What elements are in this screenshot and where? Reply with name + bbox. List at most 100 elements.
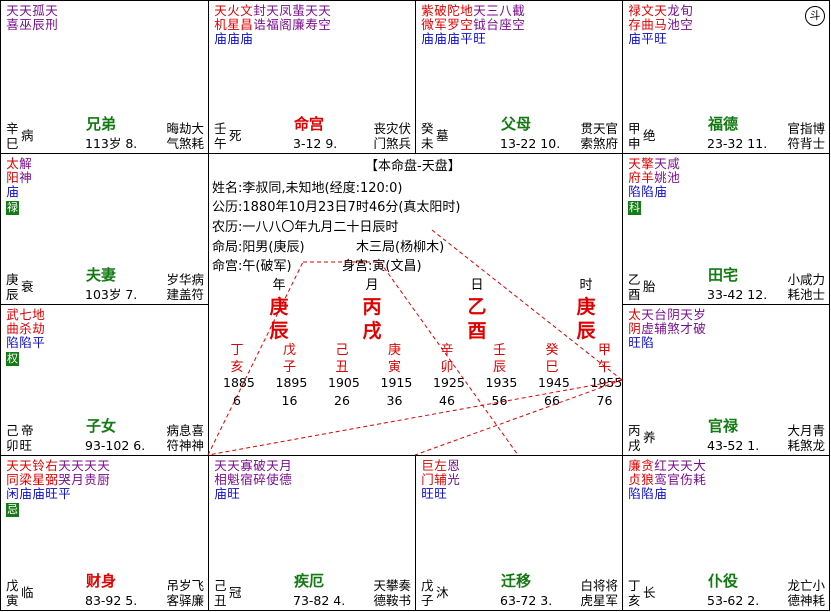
star-brightness: 旺: [227, 486, 240, 501]
minor-stars: 病息喜符神神: [166, 423, 204, 453]
star-char: 恩: [447, 458, 460, 473]
stem: 己: [6, 423, 19, 438]
star-column: 破军庙: [434, 4, 447, 46]
star-char: 神: [19, 170, 32, 185]
star-char: 凤: [279, 3, 292, 18]
star-char: 虚: [641, 321, 654, 336]
ganzhi: 丙戌: [628, 423, 641, 453]
star-char: 天: [58, 458, 71, 473]
star-brightness: 平: [58, 486, 71, 501]
pillar-label: 时: [579, 278, 593, 293]
star-char: 辅: [434, 472, 447, 487]
minor-star-row: 吊岁飞: [166, 578, 204, 593]
star-brightness: 庙: [434, 31, 447, 46]
branch: 寅: [6, 593, 19, 608]
star-column: 天厨: [97, 459, 110, 487]
pillar-stem: 乙: [467, 296, 487, 318]
stem: 己: [214, 578, 227, 593]
star-char: 天: [266, 458, 279, 473]
minor-star-row: 岁华病: [166, 272, 204, 287]
star-char: 梁: [19, 472, 32, 487]
star-brightness: 陷: [19, 335, 32, 350]
star-char: 寿: [305, 17, 318, 32]
star-char: 蜚: [292, 3, 305, 18]
star-char: 武: [6, 307, 19, 322]
star-column: 封诰: [253, 4, 266, 32]
stem: 戊: [421, 578, 434, 593]
star-char: 铃: [32, 458, 45, 473]
palace-name[interactable]: 疾厄: [294, 572, 325, 590]
star-char: 阳: [6, 170, 19, 185]
star-char: 截: [512, 3, 525, 18]
palace-name[interactable]: 子女: [86, 417, 117, 435]
star-char: 台: [654, 307, 667, 322]
palace-name[interactable]: 仆役: [708, 572, 739, 590]
star-char: 天: [667, 458, 680, 473]
branch: 午: [214, 136, 227, 151]
age-range: 63-72 3.: [500, 593, 553, 608]
star-char: 府: [628, 170, 641, 185]
star-brightness: 平: [460, 31, 473, 46]
branch: 申: [628, 136, 641, 151]
minor-stars: 晦劫大气煞耗: [166, 121, 204, 151]
star-char: 岁: [693, 307, 706, 322]
star-char: 月: [279, 458, 292, 473]
star-char: 喜: [6, 17, 19, 32]
star-column: 火星庙: [227, 4, 240, 46]
palace-name[interactable]: 夫妻: [86, 266, 117, 284]
star-char: 紫: [421, 3, 434, 18]
palace-name[interactable]: 福德: [708, 115, 739, 133]
star-brightness: 旺: [654, 31, 667, 46]
dayun-year: 1955: [590, 375, 623, 390]
changsheng-state: 养: [643, 430, 656, 445]
dayun-age: 26: [334, 393, 350, 408]
star-char: 官: [667, 472, 680, 487]
palace-name[interactable]: 兄弟: [86, 115, 117, 133]
star-char: 天: [266, 3, 279, 18]
palace-name[interactable]: 财身: [86, 572, 117, 590]
dayun-stem: 己: [335, 343, 349, 358]
star-char: 诰: [253, 17, 266, 32]
star-char: 咸: [667, 156, 680, 171]
changsheng-state: 沐: [436, 585, 449, 600]
dayun-age: 16: [281, 393, 298, 408]
palace-name[interactable]: 父母: [501, 115, 532, 133]
star-column: 旬空: [680, 4, 693, 32]
star-char: 天: [97, 458, 110, 473]
star-column: 天月: [71, 459, 84, 487]
dou-icon[interactable]: 斗: [805, 6, 825, 26]
minor-star-row: 丧灾伏: [373, 121, 411, 136]
minor-star-row: 气煞耗: [166, 136, 204, 151]
palace-name[interactable]: 田宅: [708, 266, 739, 284]
star-char: 寡: [240, 458, 253, 473]
minor-stars: 官指博符背士: [787, 121, 825, 151]
palace-name[interactable]: 命宫: [294, 115, 325, 133]
minor-star-row: 建盖符: [166, 287, 204, 302]
star-column: 地劫平: [32, 308, 45, 350]
star-char: 哭: [58, 472, 71, 487]
star-char: 魁: [227, 472, 240, 487]
palace-name[interactable]: 迁移: [501, 572, 532, 590]
star-char: 天: [473, 3, 486, 18]
palace-name[interactable]: 官禄: [708, 417, 739, 435]
star-column: 天寿: [305, 4, 318, 32]
age-range: 93-102 6.: [85, 438, 146, 453]
star-char: 空: [460, 17, 473, 32]
star-brightness: 庙: [628, 31, 641, 46]
star-brightness: 庙: [654, 184, 667, 199]
star-char: 天: [654, 3, 667, 18]
changsheng-state: 长: [643, 585, 656, 600]
minor-star-row: 白将将: [580, 578, 618, 593]
